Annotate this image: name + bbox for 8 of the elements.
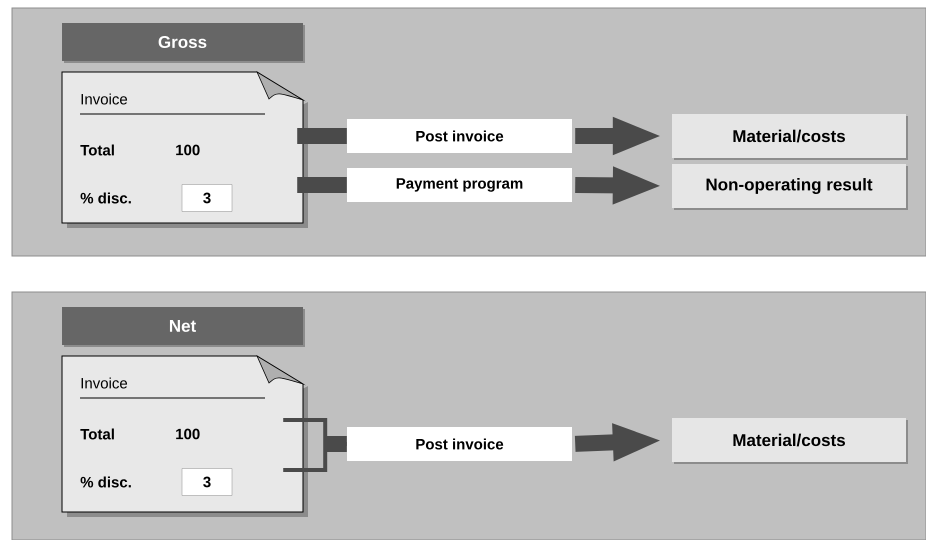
process-box: Post invoice xyxy=(347,119,572,153)
process-box: Payment program xyxy=(347,168,572,202)
header-bar: Net xyxy=(62,307,305,347)
result-box: Non-operating result xyxy=(672,164,908,210)
result-box: Material/costs xyxy=(672,114,908,160)
header-bar: Gross xyxy=(62,23,305,63)
process-box: Post invoice xyxy=(347,427,572,461)
result-box: Material/costs xyxy=(672,418,908,464)
